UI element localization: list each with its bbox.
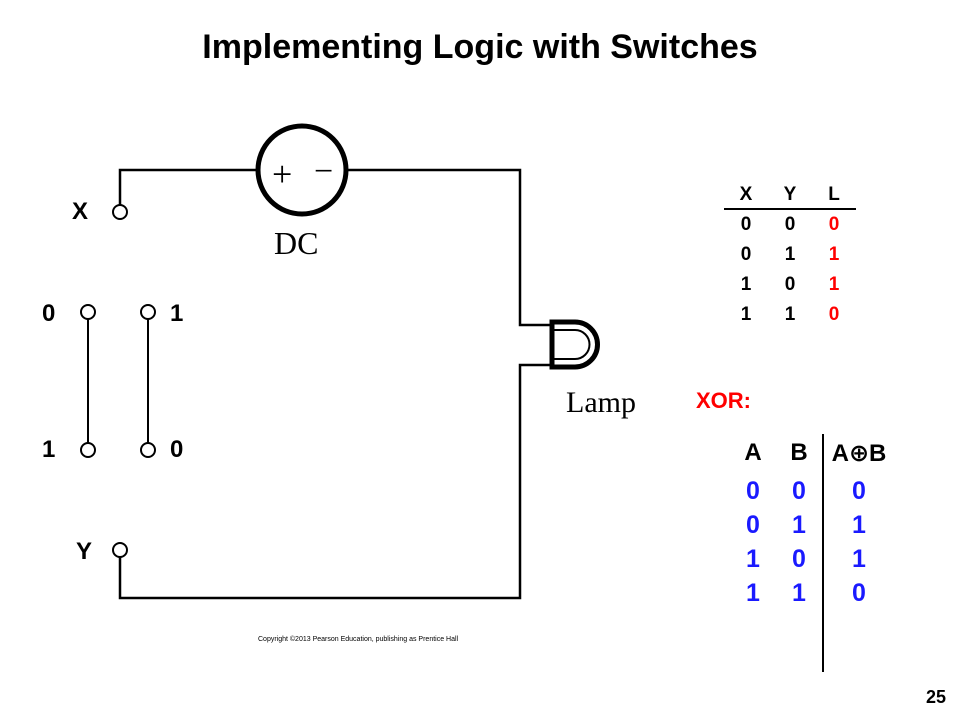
xor-table-cell-result: 0 <box>852 578 866 607</box>
lamp-table-cell-y: 0 <box>784 274 796 295</box>
lamp-table-row: 1 0 1 <box>724 270 856 300</box>
xor-table-row: 1 0 1 <box>730 542 896 576</box>
lamp-body <box>549 319 600 370</box>
xor-table-header: A B A⊕B <box>730 436 896 470</box>
lamp-table-header-l: L <box>828 184 840 205</box>
terminal-y <box>112 542 128 558</box>
lamp-table-cell-y: 1 <box>784 304 796 325</box>
xor-heading: XOR: <box>696 388 751 413</box>
lamp-table-cell-l: 1 <box>828 274 840 295</box>
lamp-table-cell-l: 0 <box>828 304 840 325</box>
xor-table-row: 0 1 1 <box>730 508 896 542</box>
switch-right-bottom-label: 0 <box>170 436 184 463</box>
xor-table-cell-result: 1 <box>852 510 866 539</box>
terminal-left-bottom <box>80 442 96 458</box>
terminal-right-top <box>140 304 156 320</box>
xor-table-divider <box>822 434 824 672</box>
wire-source-to-lamp <box>346 168 552 327</box>
xor-table-row: 1 1 0 <box>730 576 896 610</box>
lamp-inner <box>552 329 591 360</box>
x-terminal-label: X <box>72 198 89 225</box>
terminal-left-top <box>80 304 96 320</box>
wire-x-to-source <box>118 168 258 205</box>
terminal-right-bottom <box>140 442 156 458</box>
xor-table-header-a: A <box>744 439 762 466</box>
xor-table-header-b: B <box>790 439 808 466</box>
xor-table-cell-b: 0 <box>792 544 806 573</box>
xor-table-cell-b: 1 <box>792 510 806 539</box>
lamp-table-header-x: X <box>739 184 753 205</box>
lamp-table-row: 1 1 0 <box>724 300 856 330</box>
xor-table-cell-a: 1 <box>746 578 760 607</box>
lamp-table-cell-l: 1 <box>828 244 840 265</box>
xor-table-cell-b: 0 <box>792 476 806 505</box>
xor-table-cell-a: 0 <box>746 476 760 505</box>
xor-table-header-result: A⊕B <box>831 439 887 467</box>
dc-plus-sign: + <box>272 154 292 194</box>
lamp-table-cell-x: 0 <box>740 244 752 265</box>
lamp-label: Lamp <box>566 386 636 419</box>
xor-truth-table: A B A⊕B 0 0 0 0 1 1 1 0 1 1 1 0 <box>730 434 896 672</box>
lamp-table-header-y: Y <box>783 184 797 205</box>
lamp-table-cell-x: 0 <box>740 214 752 235</box>
lamp-table-header: X Y L <box>724 182 856 210</box>
lamp-table-row: 0 1 1 <box>724 240 856 270</box>
xor-table-cell-result: 0 <box>852 476 866 505</box>
lamp-table-row: 0 0 0 <box>724 210 856 240</box>
copyright-notice: Copyright ©2013 Pearson Education, publi… <box>258 635 459 643</box>
page-number: 25 <box>925 687 946 707</box>
lamp-table-cell-x: 1 <box>740 304 752 325</box>
xor-table-body: 0 0 0 0 1 1 1 0 1 1 1 0 <box>730 434 896 672</box>
dc-minus-sign: − <box>314 153 333 190</box>
xor-table-cell-a: 1 <box>746 544 760 573</box>
xor-table-cell-b: 1 <box>792 578 806 607</box>
slide-title: Implementing Logic with Switches <box>202 28 758 66</box>
switch-right-top-label: 1 <box>170 300 184 327</box>
switch-left-bottom-label: 1 <box>42 436 56 463</box>
terminal-x <box>112 204 128 220</box>
xor-table-cell-a: 0 <box>746 510 760 539</box>
y-terminal-label: Y <box>76 538 93 565</box>
lamp-truth-table: X Y L 0 0 0 0 1 1 1 0 1 1 1 0 <box>724 182 856 330</box>
xor-table-row: 0 0 0 <box>730 474 896 508</box>
lamp-table-cell-y: 0 <box>784 214 796 235</box>
lamp-table-cell-x: 1 <box>740 274 752 295</box>
xor-table-cell-result: 1 <box>852 544 866 573</box>
dc-source-circle <box>255 123 349 217</box>
lamp-table-cell-y: 1 <box>784 244 796 265</box>
lamp-table-cell-l: 0 <box>828 214 840 235</box>
switch-left-top-label: 0 <box>42 300 56 327</box>
dc-label: DC <box>274 225 318 261</box>
wire-lamp-to-y <box>118 363 552 600</box>
